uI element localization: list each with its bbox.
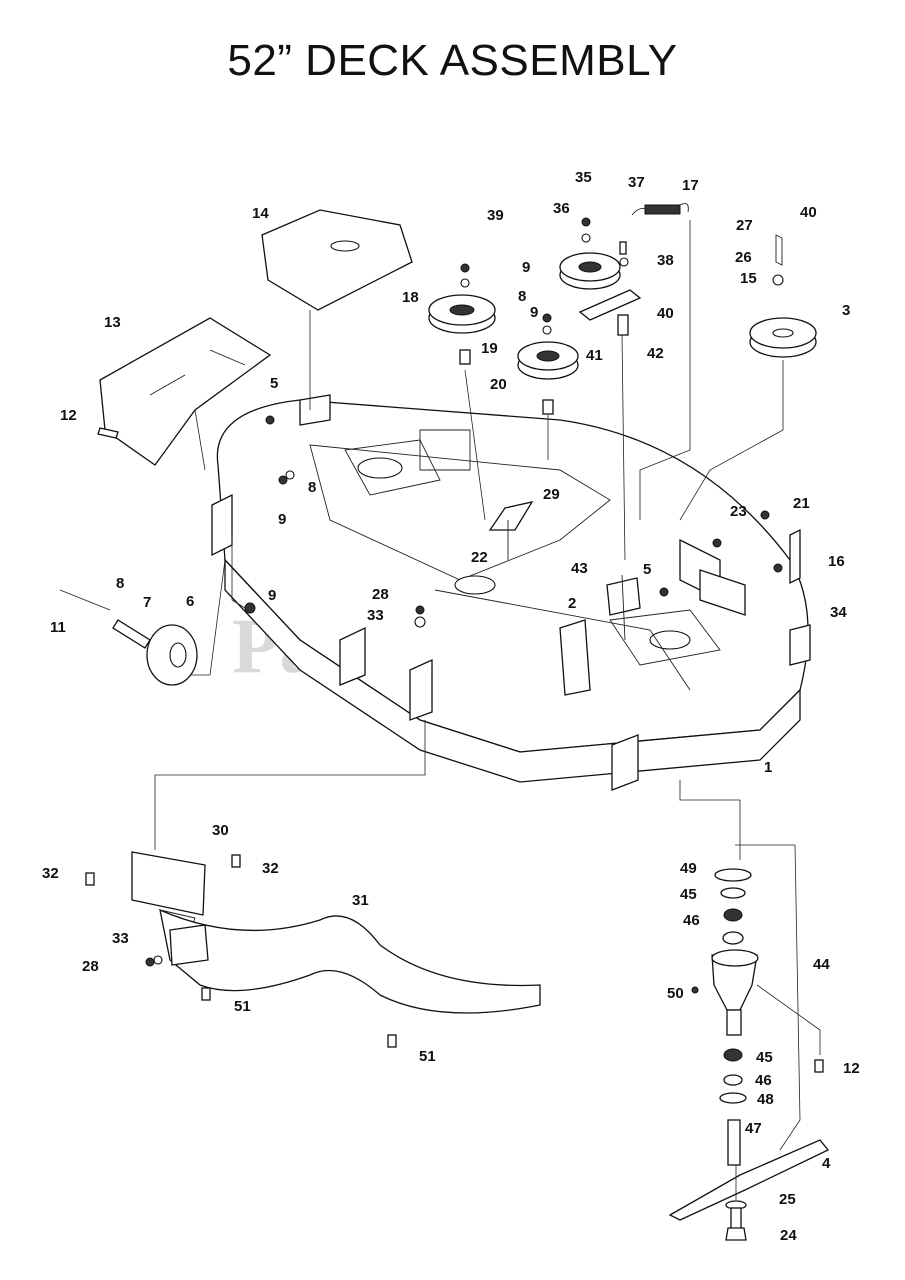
callout-28: 28 [372,586,389,603]
idler-pulley-39 [559,252,621,290]
page-title: 52” DECK ASSEMBLY [227,36,678,85]
callout-28: 28 [82,958,99,975]
callout-46: 46 [683,912,700,929]
callout-8: 8 [308,479,316,496]
callout-35: 35 [575,169,592,186]
callout-11: 11 [50,619,66,636]
mower-deck [211,394,811,791]
callout-21: 21 [793,495,810,512]
callout-24: 24 [780,1227,797,1244]
callout-31: 31 [352,892,369,909]
callout-18: 18 [402,289,419,306]
callout-32: 32 [42,865,59,882]
callout-50: 50 [667,985,684,1002]
callout-41: 41 [586,347,603,364]
callout-17: 17 [682,177,699,194]
callout-labels: 1 2 3 4 5 5 6 7 8 8 8 9 9 9 9 11 12 12 1… [42,169,860,1244]
callout-49: 49 [680,860,697,877]
callout-44: 44 [813,956,830,973]
callout-46: 46 [755,1072,772,1089]
belt-cover-top [261,209,413,311]
callout-9: 9 [278,511,286,528]
callout-9: 9 [530,304,538,321]
idler-pulley-19 [517,341,579,380]
callout-36: 36 [553,200,570,217]
callout-5: 5 [643,561,651,578]
callout-5: 5 [270,375,278,392]
callout-12: 12 [843,1060,860,1077]
callout-47: 47 [745,1120,762,1137]
callout-8: 8 [518,288,526,305]
callout-8: 8 [116,575,124,592]
callout-32: 32 [262,860,279,877]
gauge-wheel [59,589,198,686]
callout-40: 40 [800,204,817,221]
callout-34: 34 [830,604,847,621]
callout-45: 45 [756,1049,773,1066]
callout-22: 22 [471,549,488,566]
callout-7: 7 [143,594,151,611]
callout-48: 48 [757,1091,774,1108]
callout-12: 12 [60,407,77,424]
callout-26: 26 [735,249,752,266]
callout-45: 45 [680,886,697,903]
idler-pulley-18 [428,294,496,334]
callout-29: 29 [543,486,560,503]
callout-13: 13 [104,314,121,331]
callout-1: 1 [764,759,772,776]
callout-51: 51 [234,998,251,1015]
callout-3: 3 [842,302,850,319]
callout-33: 33 [112,930,129,947]
hardware [85,217,824,1073]
callout-6: 6 [186,593,194,610]
discharge-chute [159,908,541,1014]
callout-43: 43 [571,560,588,577]
baffle-plate [131,851,206,933]
callout-16: 16 [828,553,845,570]
callout-23: 23 [730,503,747,520]
callout-2: 2 [568,595,576,612]
spring-17 [631,203,689,216]
callout-30: 30 [212,822,229,839]
callout-42: 42 [647,345,664,362]
leader-lines [154,220,821,1200]
spindle-pulley-3 [749,317,817,358]
callout-9: 9 [268,587,276,604]
callout-40: 40 [657,305,674,322]
spindle-stack [668,868,830,1241]
callout-9: 9 [522,259,530,276]
callout-27: 27 [736,217,753,234]
callout-38: 38 [657,252,674,269]
callout-37: 37 [628,174,645,191]
callout-51: 51 [419,1048,436,1065]
callout-39: 39 [487,207,504,224]
callout-15: 15 [740,270,757,287]
callout-20: 20 [490,376,507,393]
callout-25: 25 [779,1191,796,1208]
callout-14: 14 [252,205,269,222]
callout-33: 33 [367,607,384,624]
callout-4: 4 [822,1155,831,1172]
callout-19: 19 [481,340,498,357]
